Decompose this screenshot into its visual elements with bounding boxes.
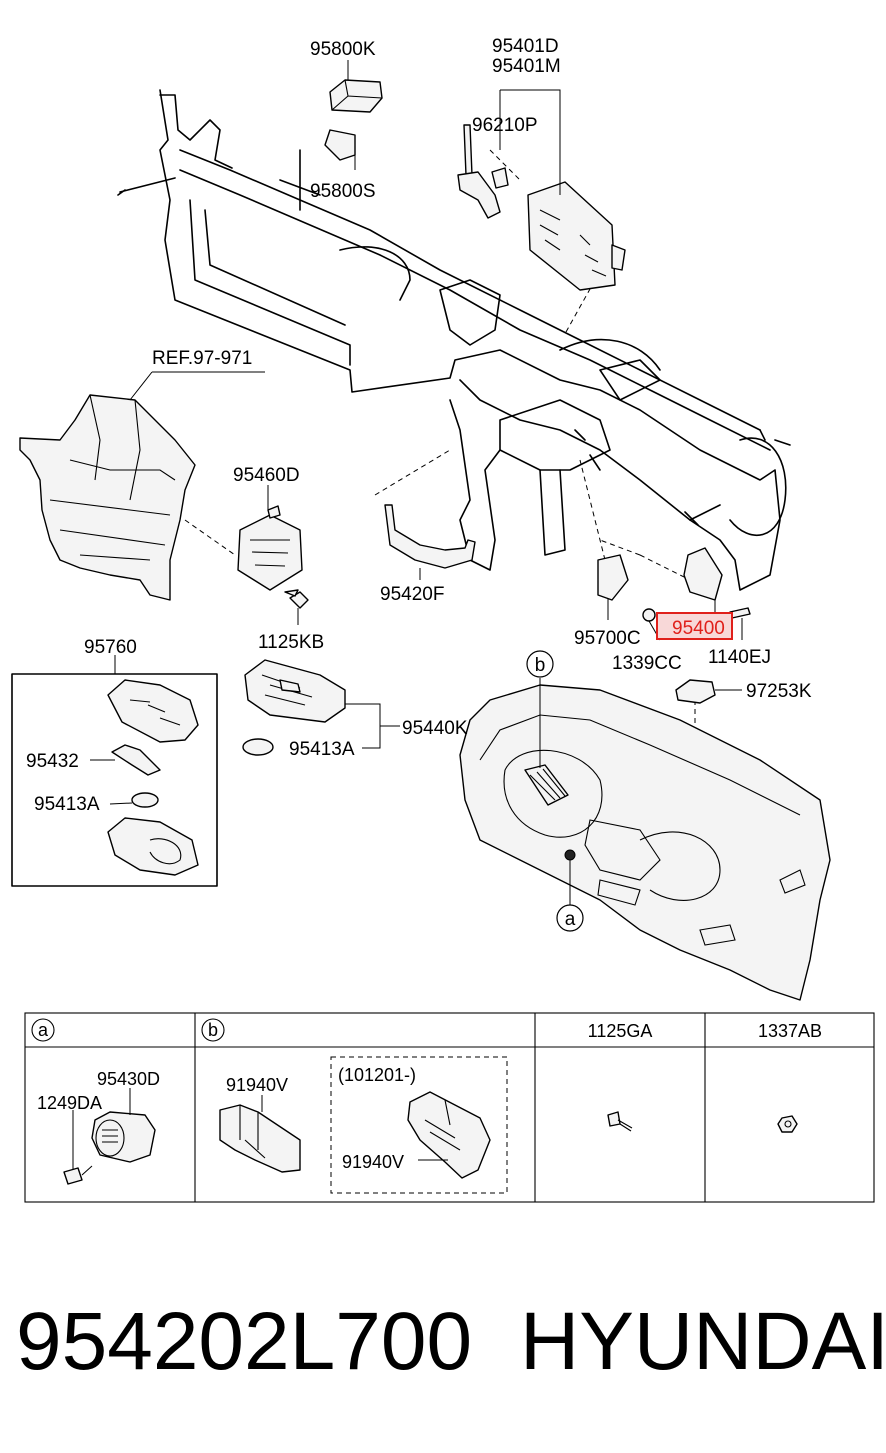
label-ref97-971: REF.97-971 <box>152 348 252 369</box>
label-95430D: 95430D <box>97 1069 160 1089</box>
svg-text:b: b <box>535 655 546 676</box>
label-95413A-left: 95413A <box>34 794 100 815</box>
highlight-box-95400 <box>656 612 733 640</box>
cowl-crossbar <box>117 89 791 591</box>
label-1249DA: 1249DA <box>37 1093 102 1113</box>
bracket-95420F <box>384 504 476 580</box>
label-1339CC: 1339CC <box>612 653 682 674</box>
cell-b-connector <box>219 1095 301 1173</box>
label-95400: 95400 <box>672 618 725 639</box>
label-96210P: 96210P <box>472 115 538 136</box>
label-95420F: 95420F <box>380 584 444 605</box>
heater-unit-ref97-971 <box>19 371 196 601</box>
label-97253K: 97253K <box>746 681 812 702</box>
label-95413A-mid: 95413A <box>289 739 355 760</box>
sensor-97253K <box>675 679 742 704</box>
module-95460D <box>237 485 303 591</box>
label-1140EJ: 1140EJ <box>708 647 771 668</box>
cell-b-connector-new <box>407 1091 491 1179</box>
bolt-1125GA-icon <box>607 1111 633 1132</box>
table-header-1337AB: 1337AB <box>758 1021 822 1041</box>
parts-table: a b 1125GA 1337AB 95430D 1249DA 91940V (… <box>24 1012 875 1203</box>
label-95760: 95760 <box>84 637 137 658</box>
module-95400 <box>683 547 723 612</box>
key-fob-group-95760 <box>11 655 218 887</box>
label-95700C: 95700C <box>574 628 641 649</box>
table-header-b: b <box>208 1020 218 1040</box>
label-95440K: 95440K <box>402 718 468 739</box>
table-header-a: a <box>38 1020 49 1040</box>
label-95401M: 95401M <box>492 56 561 77</box>
callout-b: b <box>526 650 554 678</box>
label-91940V-1: 91940V <box>226 1075 288 1095</box>
instrument-panel <box>459 678 831 1001</box>
table-header-a-circle <box>31 1018 55 1042</box>
label-leaders <box>152 89 561 373</box>
footer-part-number: 954202L700 <box>16 1296 473 1387</box>
label-1125KB: 1125KB <box>258 632 324 653</box>
svg-text:a: a <box>565 909 576 930</box>
cell-b-dashed-box <box>330 1056 508 1194</box>
bolt-1125KB <box>284 589 309 625</box>
label-95800S: 95800S <box>310 181 376 202</box>
nut-1339CC <box>642 608 661 641</box>
label-95460D: 95460D <box>233 465 300 486</box>
cell-a-ignition-switch <box>63 1088 156 1185</box>
label-95401D: 95401D <box>492 36 559 57</box>
label-95432: 95432 <box>26 751 79 772</box>
table-header-b-circle <box>201 1018 225 1042</box>
nut-1337AB-icon <box>777 1115 798 1133</box>
switch-95700C <box>597 554 629 620</box>
coin-battery-95413A <box>242 738 274 756</box>
antenna-96210P <box>457 124 509 219</box>
label-95800K: 95800K <box>310 39 376 60</box>
label-101201: (101201-) <box>338 1065 416 1085</box>
relay-95800K <box>324 60 383 170</box>
label-91940V-2: 91940V <box>342 1152 404 1172</box>
callout-a: a <box>556 904 584 932</box>
table-header-1125GA: 1125GA <box>588 1021 653 1041</box>
module-95401D <box>527 181 626 291</box>
smart-key-95440K <box>244 659 400 749</box>
footer-brand: HYUNDAI <box>520 1296 886 1387</box>
